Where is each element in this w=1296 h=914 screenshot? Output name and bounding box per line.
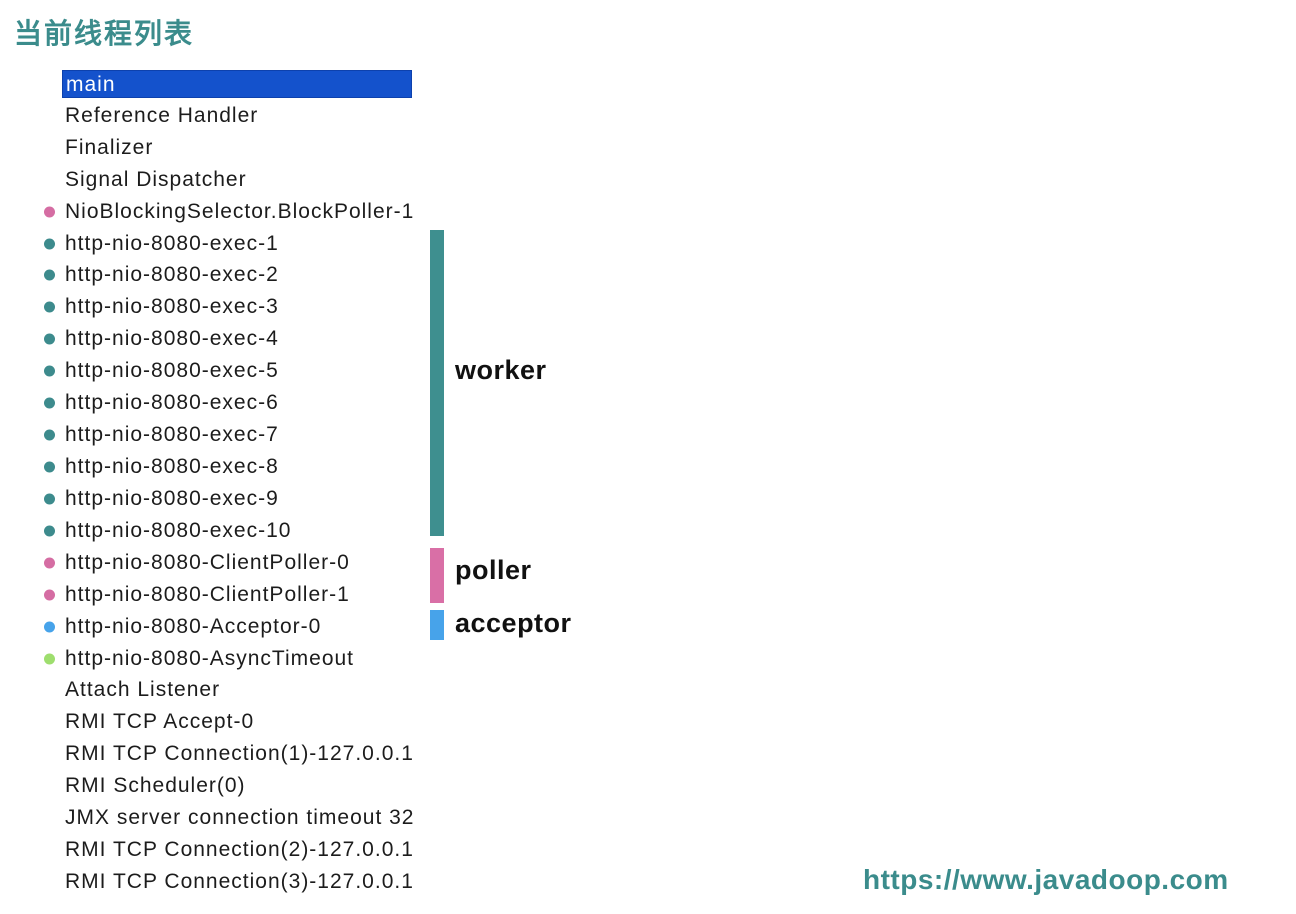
thread-name: RMI TCP Accept-0 — [65, 710, 255, 734]
thread-row[interactable]: http-nio-8080-exec-5 — [0, 355, 450, 387]
thread-row[interactable]: RMI TCP Connection(3)-127.0.0.1 — [0, 866, 450, 898]
worker-annotation-label: worker — [455, 355, 547, 385]
teal-thread-status-icon — [44, 525, 55, 537]
thread-row[interactable]: http-nio-8080-exec-2 — [0, 260, 450, 292]
thread-name: RMI Scheduler(0) — [65, 774, 246, 798]
thread-name: main — [62, 69, 412, 98]
acceptor-threads-span-bar — [430, 610, 444, 640]
thread-name: Finalizer — [65, 135, 154, 159]
thread-name: http-nio-8080-exec-9 — [65, 486, 279, 510]
thread-row[interactable]: RMI TCP Connection(1)-127.0.0.1 — [0, 738, 450, 770]
blue-thread-status-icon — [44, 621, 55, 633]
thread-name: http-nio-8080-Acceptor-0 — [65, 614, 322, 638]
thread-row[interactable]: http-nio-8080-ClientPoller-0 — [0, 547, 450, 579]
teal-thread-status-icon — [44, 333, 55, 345]
thread-row-selected[interactable]: main — [0, 68, 450, 100]
thread-row[interactable]: RMI TCP Accept-0 — [0, 706, 450, 738]
thread-name: http-nio-8080-exec-3 — [65, 295, 279, 319]
poller-threads-span-bar — [430, 548, 444, 603]
thread-name: http-nio-8080-exec-6 — [65, 391, 279, 415]
thread-row[interactable]: http-nio-8080-exec-8 — [0, 451, 450, 483]
pink-thread-status-icon — [44, 557, 55, 569]
green-thread-status-icon — [44, 653, 55, 665]
teal-thread-status-icon — [44, 397, 55, 409]
thread-name: http-nio-8080-exec-4 — [65, 327, 279, 351]
teal-thread-status-icon — [44, 365, 55, 377]
thread-name: http-nio-8080-exec-5 — [65, 359, 279, 383]
thread-name: http-nio-8080-ClientPoller-0 — [65, 550, 350, 574]
thread-row[interactable]: http-nio-8080-exec-7 — [0, 419, 450, 451]
thread-name: http-nio-8080-exec-8 — [65, 455, 279, 479]
thread-name: JMX server connection timeout 32 — [65, 806, 415, 830]
acceptor-annotation-label: acceptor — [455, 608, 572, 638]
thread-name: http-nio-8080-exec-2 — [65, 263, 279, 287]
thread-name: http-nio-8080-exec-1 — [65, 231, 279, 255]
thread-name: RMI TCP Connection(2)-127.0.0.1 — [65, 838, 414, 862]
teal-thread-status-icon — [44, 493, 55, 505]
thread-name: Reference Handler — [65, 103, 259, 127]
page-title: 当前线程列表 — [14, 18, 195, 49]
thread-row[interactable]: RMI Scheduler(0) — [0, 770, 450, 802]
teal-thread-status-icon — [44, 461, 55, 473]
thread-row[interactable]: Finalizer — [0, 132, 450, 164]
thread-row[interactable]: http-nio-8080-exec-4 — [0, 323, 450, 355]
poller-annotation-label: poller — [455, 555, 532, 585]
thread-name: RMI TCP Connection(1)-127.0.0.1 — [65, 742, 414, 766]
javadoop-watermark: https://www.javadoop.com — [863, 864, 1229, 895]
thread-name: Signal Dispatcher — [65, 167, 247, 191]
thread-row[interactable]: Signal Dispatcher — [0, 164, 450, 196]
thread-row[interactable]: RMI TCP Connection(2)-127.0.0.1 — [0, 834, 450, 866]
worker-threads-span-bar — [430, 230, 444, 536]
thread-row[interactable]: http-nio-8080-exec-10 — [0, 515, 450, 547]
thread-row[interactable]: http-nio-8080-exec-9 — [0, 483, 450, 515]
teal-thread-status-icon — [44, 238, 55, 250]
thread-row[interactable]: http-nio-8080-exec-6 — [0, 387, 450, 419]
thread-row[interactable]: Attach Listener — [0, 675, 450, 707]
teal-thread-status-icon — [44, 301, 55, 313]
thread-row[interactable]: http-nio-8080-ClientPoller-1 — [0, 579, 450, 611]
thread-name: http-nio-8080-ClientPoller-1 — [65, 582, 350, 606]
thread-name: Attach Listener — [65, 678, 221, 702]
thread-name: http-nio-8080-exec-10 — [65, 518, 292, 542]
thread-row[interactable]: http-nio-8080-exec-1 — [0, 228, 450, 260]
pink-thread-status-icon — [44, 589, 55, 601]
thread-row[interactable]: Reference Handler — [0, 100, 450, 132]
thread-row[interactable]: JMX server connection timeout 32 — [0, 802, 450, 834]
thread-row[interactable]: http-nio-8080-Acceptor-0 — [0, 611, 450, 643]
thread-row[interactable]: http-nio-8080-AsyncTimeout — [0, 643, 450, 675]
thread-name: http-nio-8080-exec-7 — [65, 423, 279, 447]
thread-name: RMI TCP Connection(3)-127.0.0.1 — [65, 870, 414, 893]
thread-name: http-nio-8080-AsyncTimeout — [65, 646, 355, 670]
thread-row[interactable]: NioBlockingSelector.BlockPoller-1 — [0, 196, 450, 228]
teal-thread-status-icon — [44, 269, 55, 281]
thread-row[interactable]: http-nio-8080-exec-3 — [0, 291, 450, 323]
thread-name: NioBlockingSelector.BlockPoller-1 — [65, 199, 415, 223]
teal-thread-status-icon — [44, 429, 55, 441]
pink-thread-status-icon — [44, 206, 55, 218]
